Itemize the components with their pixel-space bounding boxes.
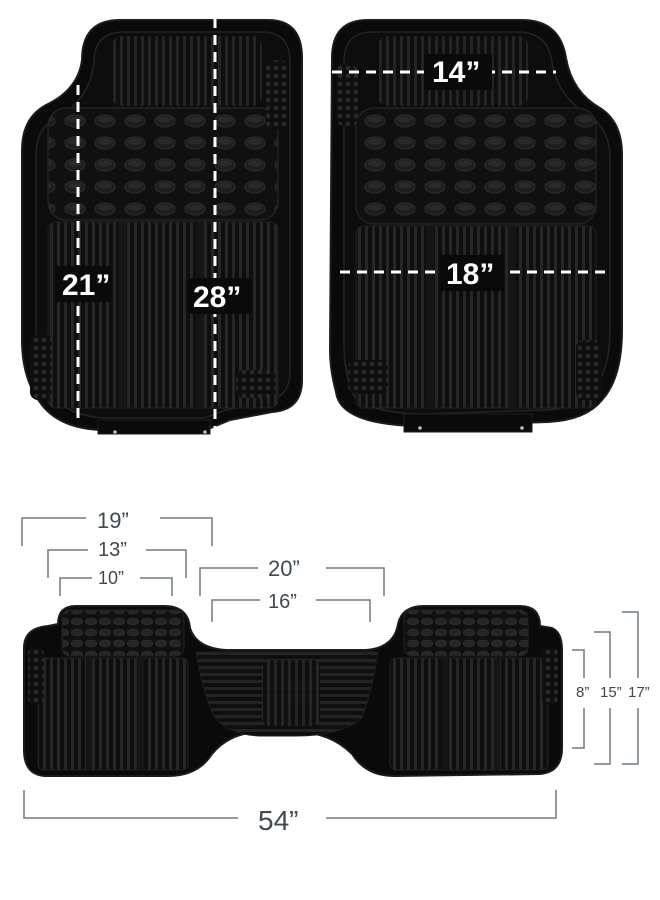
rear-width-16-label: 16” bbox=[268, 591, 297, 613]
rear-width-13-label: 13” bbox=[98, 539, 127, 561]
rear-width-19-label: 19” bbox=[97, 508, 129, 533]
rear-floor-mat bbox=[23, 605, 563, 778]
rear-depth-17-label: 17” bbox=[628, 684, 650, 701]
driver-length-long-label: 28” bbox=[193, 281, 241, 314]
driver-floor-mat bbox=[21, 19, 303, 435]
rear-width-10-label: 10” bbox=[98, 568, 124, 588]
rear-width-54-label: 54” bbox=[258, 805, 298, 836]
passenger-width-top-label: 14” bbox=[432, 56, 480, 89]
rear-width-20-label: 20” bbox=[268, 556, 300, 581]
rear-dimension-labels: 19” 13” 10” 20” 16” 8” 15” 17” 54” bbox=[97, 508, 650, 836]
passenger-dimension-overlay: 14” 18” bbox=[332, 54, 608, 291]
rear-depth-15-label: 15” bbox=[600, 684, 622, 701]
driver-length-short-label: 21” bbox=[62, 269, 110, 302]
rear-depth-8-label: 8” bbox=[576, 684, 589, 701]
driver-dimension-overlay: 21” 28” bbox=[56, 18, 252, 436]
passenger-width-bottom-label: 18” bbox=[446, 258, 494, 291]
rear-dimension-brackets bbox=[21, 517, 639, 819]
